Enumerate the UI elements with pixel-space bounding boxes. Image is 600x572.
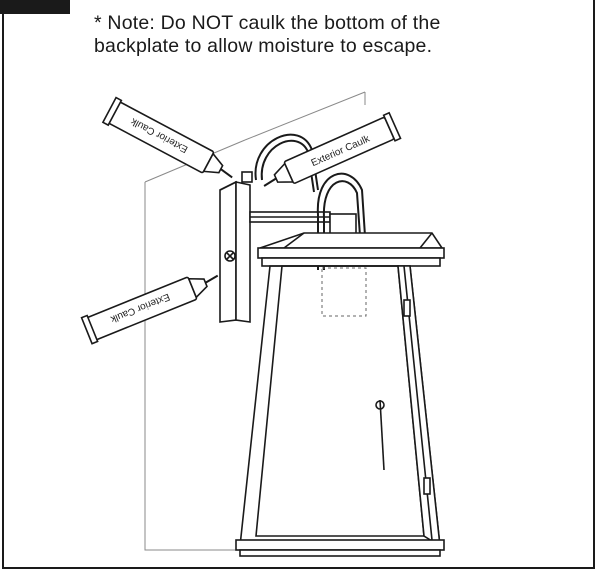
lamp-arm [249,211,357,235]
header-tab [0,0,70,14]
caulk-tube-right-top: Exterior Caulk [263,111,402,187]
caulk-note-line-1: * Note: Do NOT caulk the bottom of the [94,12,441,34]
caulk-tube-left-top: Exterior Caulk [101,96,233,179]
caulk-tube-left-bottom: Exterior Caulk [80,274,219,345]
lantern [235,232,445,557]
backplate [219,171,253,323]
caulk-note: * Note: Do NOT caulk the bottom of the b… [94,12,564,58]
hidden-bulb [321,267,367,317]
lamp-hooks [254,133,366,270]
caulk-note-line-2: backplate to allow moisture to escape. [94,35,433,57]
